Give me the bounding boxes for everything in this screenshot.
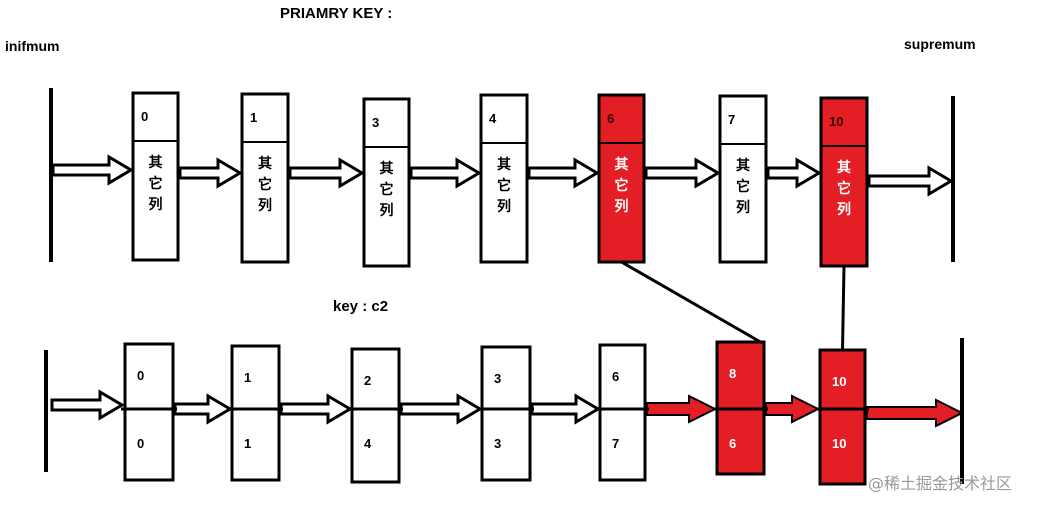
primary-node-key: 4 <box>489 111 497 126</box>
secondary-node-pk: 7 <box>612 436 620 451</box>
secondary-node-pk: 1 <box>244 436 252 451</box>
primary-node-key: 1 <box>250 110 258 125</box>
secondary-node <box>480 345 532 482</box>
secondary-arrow-highlight <box>765 394 821 424</box>
supremum-label: supremum <box>904 36 976 52</box>
secondary-node-pk: 3 <box>494 436 502 451</box>
primary-arrow <box>288 157 365 189</box>
secondary-node-key: 1 <box>244 370 252 385</box>
primary-node <box>718 94 768 264</box>
primary-node <box>479 93 529 264</box>
primary-arrow <box>867 165 954 197</box>
secondary-key-title: key : c2 <box>333 298 389 315</box>
primary-node-other-columns: 其它列 <box>255 154 275 217</box>
secondary-arrow <box>173 393 233 425</box>
primary-node-other-columns: 其它列 <box>733 156 753 219</box>
primary-key-title: PRIAMRY KEY : <box>280 5 393 22</box>
lookup-link <box>620 260 762 344</box>
primary-node <box>819 96 869 268</box>
secondary-node <box>350 347 401 484</box>
primary-node-key: 6 <box>607 111 615 126</box>
secondary-node-key: 2 <box>364 373 372 388</box>
primary-node-other-columns: 其它列 <box>377 159 397 222</box>
other-columns-text: 其它列 <box>736 158 750 216</box>
primary-arrow <box>409 157 482 189</box>
secondary-node-key: 3 <box>494 371 502 386</box>
secondary-arrow <box>50 389 125 421</box>
primary-node-key: 10 <box>829 114 844 129</box>
secondary-arrow <box>279 393 353 425</box>
secondary-node-key: 8 <box>729 366 737 381</box>
other-columns-text: 其它列 <box>148 155 163 213</box>
secondary-node-pk: 4 <box>364 436 372 451</box>
other-columns-text: 其它列 <box>379 161 394 219</box>
primary-node-other-columns: 其它列 <box>612 155 632 218</box>
primary-node-other-columns: 其它列 <box>834 158 854 221</box>
secondary-node-key: 6 <box>612 369 620 384</box>
secondary-node-key: 10 <box>832 374 847 389</box>
secondary-node <box>123 342 175 482</box>
infimum-label: inifmum <box>5 38 60 54</box>
primary-arrow <box>766 157 822 189</box>
other-columns-text: 其它列 <box>258 156 272 214</box>
watermark: @稀土掘金技术社区 <box>868 474 1013 493</box>
secondary-node-key: 0 <box>137 368 145 383</box>
other-columns-text: 其它列 <box>497 157 511 215</box>
primary-arrow <box>178 157 243 189</box>
secondary-node <box>818 348 867 486</box>
secondary-node-pk: 10 <box>832 436 847 451</box>
primary-node-other-columns: 其它列 <box>146 153 166 216</box>
primary-node-other-columns: 其它列 <box>494 155 514 218</box>
secondary-node <box>598 343 647 482</box>
primary-node <box>597 93 646 264</box>
secondary-arrow <box>530 393 601 425</box>
primary-node <box>240 92 290 264</box>
primary-node <box>362 97 411 268</box>
secondary-arrow <box>399 393 483 425</box>
primary-arrow <box>527 157 600 189</box>
primary-arrow <box>51 154 134 186</box>
primary-node-key: 3 <box>372 115 380 130</box>
lookup-link <box>841 265 846 351</box>
primary-node-key: 7 <box>728 112 736 127</box>
other-columns-text: 其它列 <box>837 160 851 218</box>
secondary-node-pk: 0 <box>137 436 145 451</box>
primary-node-key: 0 <box>141 109 149 124</box>
secondary-node-pk: 6 <box>729 436 737 451</box>
other-columns-text: 其它列 <box>614 157 629 215</box>
secondary-arrow-highlight <box>866 398 965 428</box>
secondary-arrow-highlight <box>646 394 718 424</box>
primary-node <box>131 91 180 262</box>
secondary-node <box>230 344 281 482</box>
primary-arrow <box>644 157 721 189</box>
